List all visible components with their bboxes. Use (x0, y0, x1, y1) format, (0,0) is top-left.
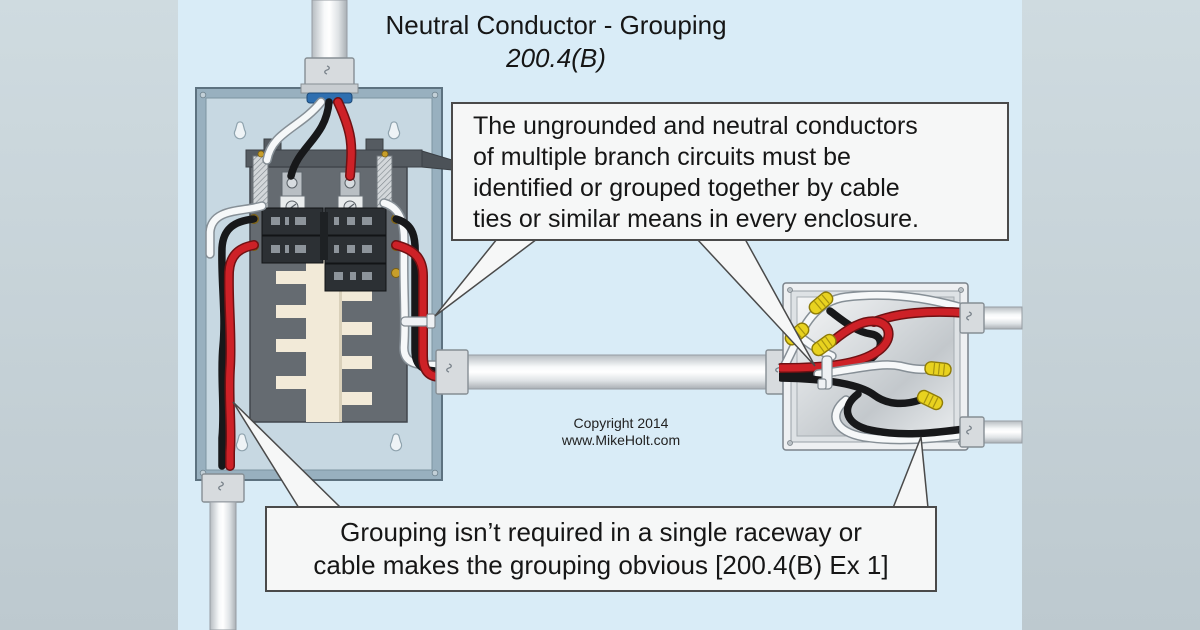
top-conduit (311, 0, 348, 63)
right-side-band (1022, 0, 1200, 630)
wire-nut-4 (923, 360, 953, 378)
branch-red-wire-left (225, 241, 258, 470)
junction-box-conduit-top-right (959, 302, 1023, 334)
circuit-breakers (261, 207, 387, 292)
code-reference-subtitle: 200.4(B) (505, 43, 606, 73)
raceway-connector-left (435, 349, 469, 395)
neutral-bar-right (376, 150, 393, 211)
exception-line-1: Grouping isn’t required in a single race… (340, 517, 862, 547)
junction-box (779, 282, 1023, 451)
grouping-rule-line-1: The ungrounded and neutral conductors (473, 112, 918, 140)
feed-black-wire (287, 98, 333, 180)
copyright-line-2: www.MikeHolt.com (561, 432, 680, 448)
branch-red-wire-right (392, 241, 466, 381)
jbox-white-wire-mid (814, 361, 934, 378)
grouping-rule-line-3: identified or grouped together by cable (473, 174, 900, 202)
callout-grouping-rule-box (451, 102, 1009, 241)
feed-neutral-wire (263, 98, 325, 164)
neutral-bar-left (252, 150, 269, 211)
branch-black-wire-left (218, 215, 258, 470)
junction-box-conduit-bottom-right (959, 416, 1023, 448)
grouping-rule-line-2: of multiple branch circuits must be (473, 143, 851, 171)
feed-red-wire (334, 98, 355, 180)
copyright-notice: Copyright 2014 www.MikeHolt.com (561, 415, 680, 448)
jbox-black-wire-bottom (843, 390, 968, 438)
breaker-panel-interior (245, 138, 453, 423)
grouping-rule-line-4: ties or similar means in every enclosure… (473, 205, 919, 233)
callout-exception-box (265, 506, 937, 592)
callout-exception: Grouping isn’t required in a single race… (232, 401, 937, 592)
left-side-band (0, 0, 178, 630)
cable-tie-panel (400, 313, 436, 329)
cable-tie-junction-box (817, 355, 833, 390)
panel-wires (205, 97, 467, 471)
jbox-white-wire-bottom (832, 396, 968, 443)
page-title: Neutral Conductor - Grouping (385, 10, 726, 40)
callout-grouping-rule: The ungrounded and neutral conductors of… (434, 102, 1009, 367)
exception-line-2: cable makes the grouping obvious [200.4(… (313, 550, 888, 580)
copyright-line-1: Copyright 2014 (574, 415, 669, 431)
bottom-conduit (201, 473, 245, 630)
top-conduit-connector (300, 57, 359, 104)
raceway (435, 349, 797, 395)
